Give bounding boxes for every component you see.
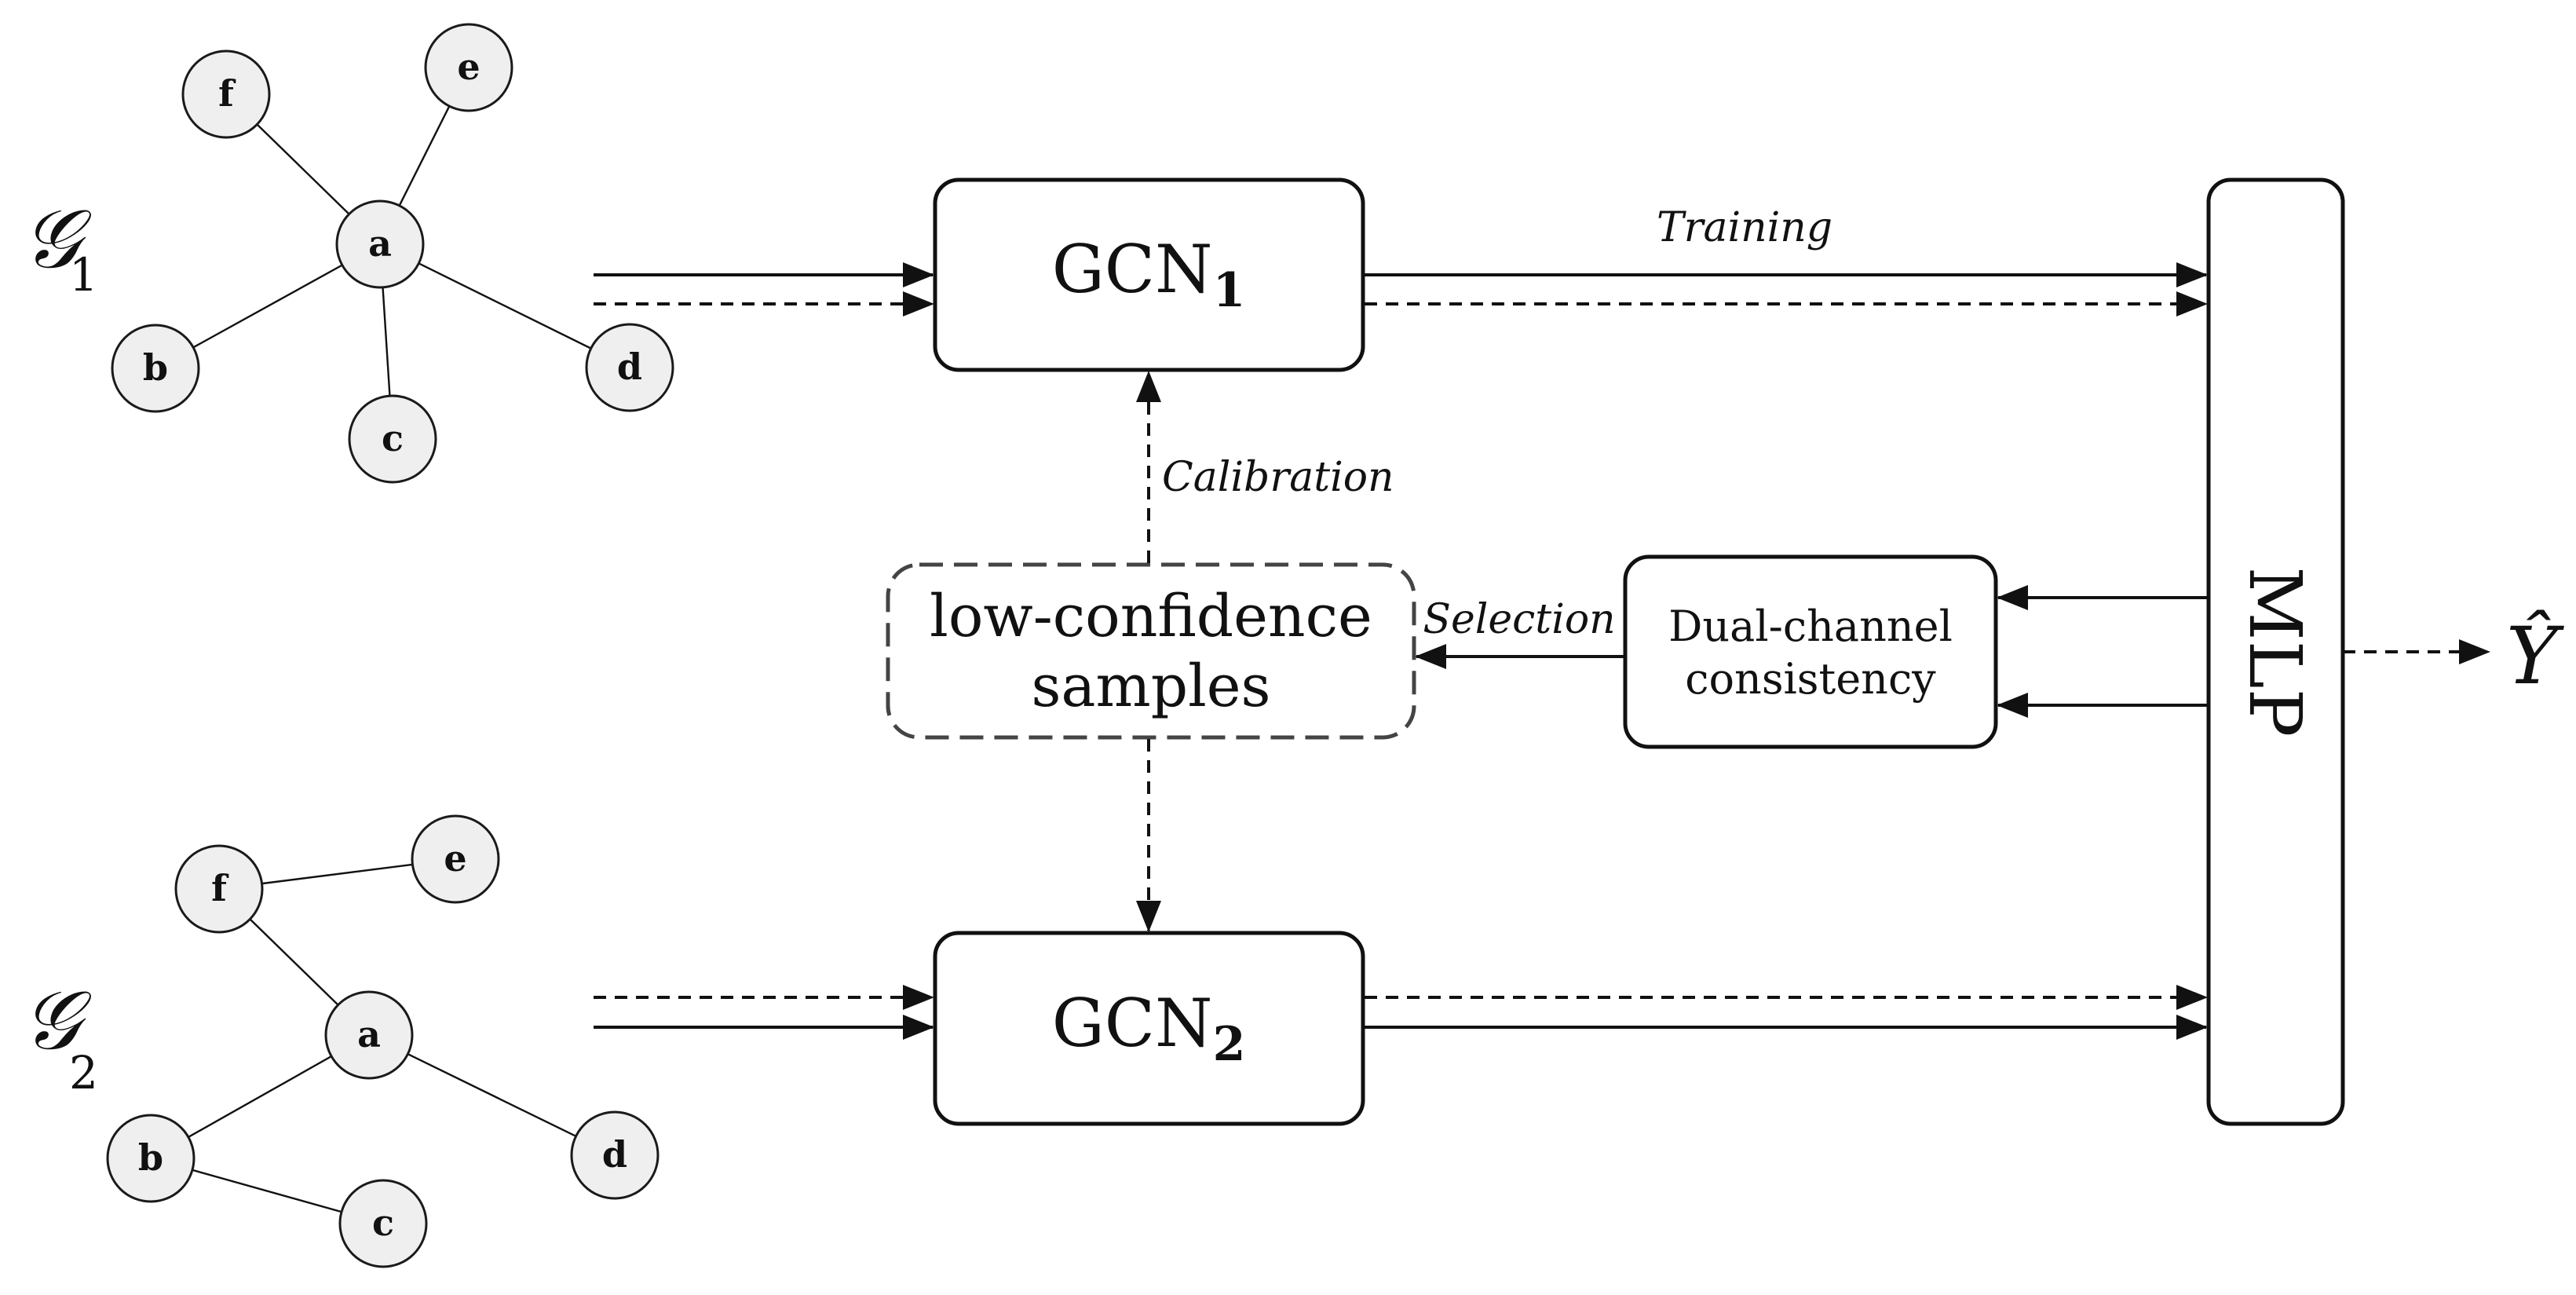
output-y-hat: Ŷ: [2506, 610, 2564, 702]
g1-node-d: d: [585, 323, 674, 412]
svg-text:GCN2: GCN2: [1052, 985, 1246, 1072]
g1-node-e-label: e: [457, 46, 480, 88]
g1-node-e: e: [424, 23, 513, 112]
g1-node-b: b: [111, 324, 200, 413]
training-label: Training: [1657, 204, 1832, 251]
g2-node-b: b: [106, 1114, 195, 1203]
gcn2-box: GCN2: [933, 931, 1365, 1126]
g1-node-a-label: a: [368, 222, 392, 265]
dual-channel-line1: Dual-channel: [1668, 602, 1953, 651]
g2-node-a-label: a: [357, 1013, 381, 1055]
g2-node-f-label: f: [211, 867, 229, 909]
g1-node-b-label: b: [143, 346, 168, 389]
low-confidence-line2: samples: [1031, 653, 1270, 720]
g2-node-e: e: [411, 814, 500, 904]
g1-node-a: a: [335, 199, 425, 289]
g2-edge-a-d: [368, 1033, 616, 1157]
g2-node-d-label: d: [602, 1133, 627, 1176]
g1-node-f: f: [181, 49, 271, 139]
g2-node-b-label: b: [138, 1136, 163, 1179]
gcn1-box: GCN1: [933, 177, 1365, 372]
g1-node-c-label: c: [382, 417, 404, 459]
gcn2-label: GCN: [1052, 985, 1213, 1062]
gcn1-subscript: 1: [1213, 263, 1246, 318]
g1-node-f-label: f: [218, 72, 236, 115]
g1-node-c: c: [348, 394, 437, 484]
graph-g1: 𝒢 1 a f e b c d: [22, 23, 674, 484]
dual-channel-line2: consistency: [1685, 654, 1936, 704]
g2-node-f: f: [174, 844, 264, 934]
dual-channel-consistency-box: Dual-channel consistency: [1623, 554, 1998, 749]
selection-label: Selection: [1423, 596, 1615, 643]
svg-text:GCN1: GCN1: [1052, 231, 1246, 318]
graph-g2-subscript: 2: [69, 1046, 98, 1099]
g1-edge-a-d: [379, 243, 630, 369]
mlp-label: MLP: [2233, 566, 2317, 737]
g2-node-e-label: e: [444, 837, 466, 880]
gcn2-subscript: 2: [1213, 1017, 1246, 1072]
graph-g1-subscript: 1: [69, 248, 98, 302]
low-confidence-samples-box: low-confidence samples: [886, 562, 1416, 740]
g2-node-a: a: [324, 990, 414, 1080]
g2-node-c-label: c: [372, 1202, 394, 1244]
low-confidence-line1: low-confidence: [930, 583, 1372, 650]
mlp-box: MLP: [2206, 177, 2345, 1126]
gcn1-label: GCN: [1052, 231, 1213, 308]
calibration-label: Calibration: [1162, 454, 1394, 501]
g1-node-d-label: d: [617, 346, 642, 388]
graph-g2: 𝒢 2 f e a b d c: [22, 814, 660, 1268]
g2-node-d: d: [570, 1110, 660, 1200]
g2-node-c: c: [338, 1179, 428, 1268]
